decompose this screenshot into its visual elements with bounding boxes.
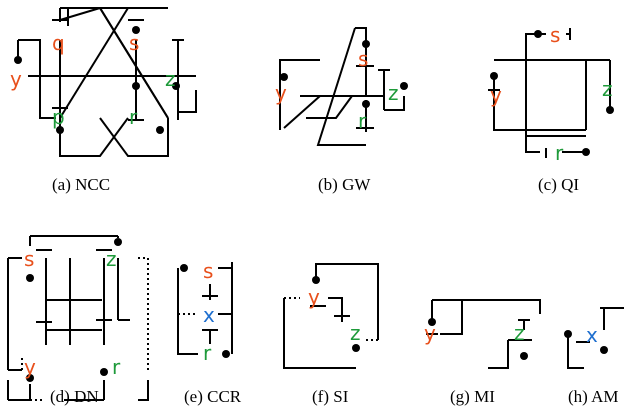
node-dot bbox=[26, 374, 34, 382]
node-dot bbox=[490, 72, 498, 80]
node-label-y: y bbox=[424, 321, 436, 345]
node-dot bbox=[362, 40, 370, 48]
node-dot bbox=[26, 274, 34, 282]
node-dot bbox=[114, 238, 122, 246]
node-dot bbox=[362, 100, 370, 108]
panel-qi: s y z r (c) QI bbox=[488, 23, 614, 194]
node-label-s: s bbox=[24, 247, 34, 271]
node-label-r: r bbox=[112, 355, 121, 379]
node-dot bbox=[180, 264, 188, 272]
node-dot bbox=[132, 26, 140, 34]
panel-dn: s z y r (d) DN bbox=[7, 235, 149, 406]
node-dot bbox=[400, 82, 408, 90]
panel-am: x (h) AM bbox=[564, 307, 624, 406]
node-label-s: s bbox=[550, 23, 560, 47]
caption-mi: (g) MI bbox=[450, 387, 495, 406]
node-label-r: r bbox=[203, 341, 212, 365]
caption-dn: (d) DN bbox=[50, 387, 99, 406]
node-label-x: x bbox=[586, 323, 598, 347]
node-dot bbox=[56, 126, 64, 134]
node-label-x: x bbox=[203, 303, 215, 327]
node-label-z: z bbox=[602, 77, 613, 101]
caption-ncc: (a) NCC bbox=[52, 175, 110, 194]
node-dot bbox=[172, 82, 180, 90]
node-dot bbox=[564, 330, 572, 338]
node-label-r: r bbox=[555, 141, 564, 165]
node-dot bbox=[534, 30, 542, 38]
node-label-y: y bbox=[10, 67, 22, 91]
caption-si: (f) SI bbox=[312, 387, 349, 406]
node-label-p: p bbox=[52, 105, 65, 129]
node-label-s: s bbox=[358, 47, 368, 71]
caption-gw: (b) GW bbox=[318, 175, 371, 194]
node-label-y: y bbox=[308, 285, 320, 309]
node-dot bbox=[280, 73, 288, 81]
panel-gw: y s z r (b) GW bbox=[275, 27, 408, 194]
node-dot bbox=[132, 82, 140, 90]
panel-ncc: q s y z p r (a) NCC bbox=[10, 7, 197, 194]
node-label-z: z bbox=[388, 81, 399, 105]
node-dot bbox=[352, 344, 360, 352]
caption-ccr: (e) CCR bbox=[184, 387, 242, 406]
node-label-z: z bbox=[350, 321, 361, 345]
node-label-q: q bbox=[52, 31, 65, 55]
caption-am: (h) AM bbox=[568, 387, 619, 406]
node-label-s: s bbox=[129, 31, 139, 55]
node-label-y: y bbox=[490, 83, 502, 107]
panel-ccr: s x r (e) CCR bbox=[177, 259, 242, 406]
node-label-r: r bbox=[129, 105, 138, 129]
node-label-s: s bbox=[203, 259, 213, 283]
node-label-y: y bbox=[24, 355, 36, 379]
panel-si: y z (f) SI bbox=[283, 263, 379, 406]
node-label-z: z bbox=[165, 67, 176, 91]
caption-qi: (c) QI bbox=[538, 175, 579, 194]
node-dot bbox=[312, 276, 320, 284]
node-label-y: y bbox=[275, 81, 287, 105]
node-dot bbox=[100, 368, 108, 376]
node-dot bbox=[606, 106, 614, 114]
node-label-z: z bbox=[514, 321, 525, 345]
node-dot bbox=[600, 346, 608, 354]
node-dot bbox=[222, 350, 230, 358]
node-dot bbox=[520, 352, 528, 360]
panel-mi: y z (g) MI bbox=[424, 299, 541, 406]
node-label-r: r bbox=[358, 109, 367, 133]
node-dot bbox=[156, 126, 164, 134]
node-dot bbox=[428, 318, 436, 326]
node-dot bbox=[582, 148, 590, 156]
node-dot bbox=[14, 56, 22, 64]
node-label-z: z bbox=[106, 247, 117, 271]
